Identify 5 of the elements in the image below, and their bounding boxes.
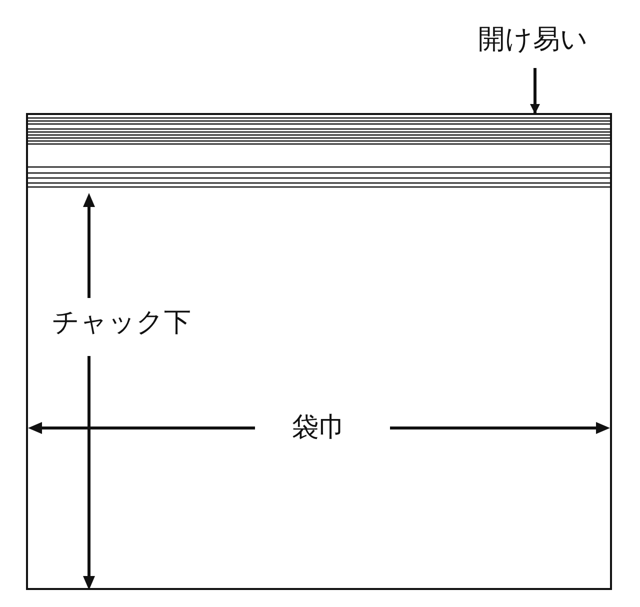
dimension-label: チャック下 [52,309,191,336]
leader-arrow [530,68,540,114]
bag-outline [26,113,612,590]
dimension-label: 袋巾 [292,414,346,441]
callout-text: 開け易い [478,26,588,53]
